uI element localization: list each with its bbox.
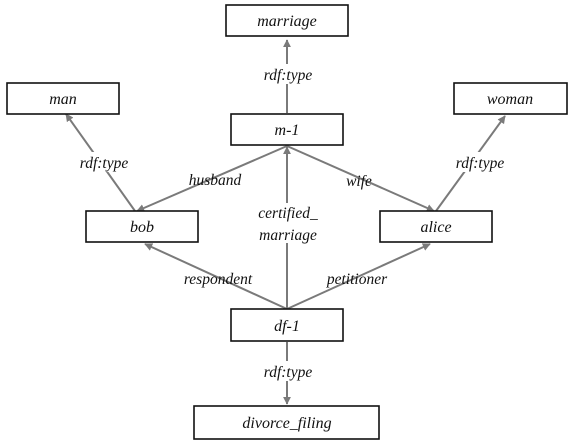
edge-label-alice-type: rdf:type [456,155,505,172]
edge-label-wife: wife [346,173,372,190]
edge-labels: rdf:type rdf:type rdf:type husband wife … [72,64,512,381]
node-woman: woman [453,82,568,115]
node-marriage: marriage [225,4,349,37]
edge-label-m1-type: rdf:type [264,67,313,84]
node-alice: alice [379,210,493,243]
node-label-m1: m-1 [275,122,300,139]
edge-label-certified-line1: certified_ [258,205,318,222]
node-label-woman: woman [487,91,533,108]
node-label-man: man [49,91,77,108]
node-label-divorce-filing: divorce_filing [242,415,331,432]
node-m1: m-1 [230,113,344,146]
node-label-marriage: marriage [257,13,317,30]
edge-label-certified-line2: marriage [259,227,317,244]
edge-label-df1-type: rdf:type [264,364,313,381]
node-divorce-filing: divorce_filing [193,405,380,440]
node-bob: bob [85,210,199,243]
edge-label-bob-type: rdf:type [80,155,129,172]
node-man: man [6,82,120,115]
edge-m1-to-bob [136,145,288,212]
node-label-bob: bob [130,219,154,236]
edge-df1-to-bob [144,243,288,310]
edge-m1-to-alice [286,145,435,212]
node-label-df1: df-1 [274,318,300,335]
edge-label-husband: husband [189,172,242,189]
node-df1: df-1 [230,308,344,342]
node-label-alice: alice [420,219,451,236]
edge-df1-to-alice [286,243,431,310]
edge-label-petitioner: petitioner [326,271,388,288]
edge-label-respondent: respondent [184,271,253,288]
